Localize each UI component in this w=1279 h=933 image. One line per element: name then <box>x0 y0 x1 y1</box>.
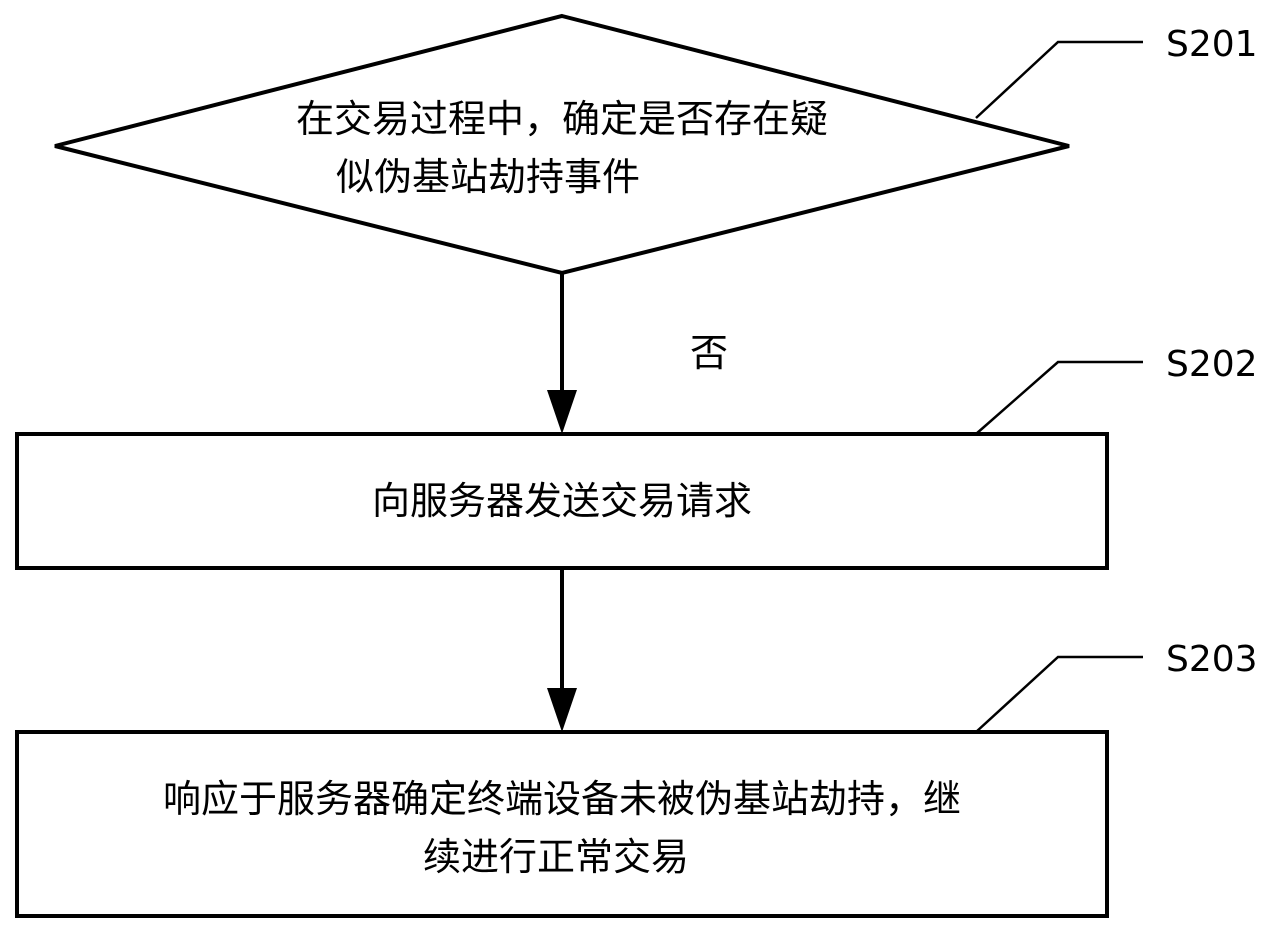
step-leader-s201 <box>975 40 1143 119</box>
decision-diamond <box>54 13 1070 276</box>
edge-label-no: 否 <box>690 331 728 375</box>
step-label-s202: S202 <box>1166 344 1258 385</box>
process-box-continue-trade <box>15 730 1109 918</box>
step-label-s203: S203 <box>1166 639 1258 680</box>
continue-trade-text-line1: 响应于服务器确定终端设备未被伪基站劫持，继 <box>163 777 961 821</box>
continue-trade-text-line2: 续进行正常交易 <box>423 835 689 879</box>
decision-text-line1: 在交易过程中，确定是否存在疑 <box>296 97 828 141</box>
send-request-text: 向服务器发送交易请求 <box>372 479 752 523</box>
decision-text-line2: 似伪基站劫持事件 <box>336 155 640 199</box>
arrowhead-request-to-continue <box>547 688 577 732</box>
step-leader-s203 <box>975 655 1143 733</box>
arrowhead-decision-to-request <box>547 390 577 434</box>
step-leader-s202 <box>975 360 1143 435</box>
step-label-s201: S201 <box>1166 24 1258 65</box>
